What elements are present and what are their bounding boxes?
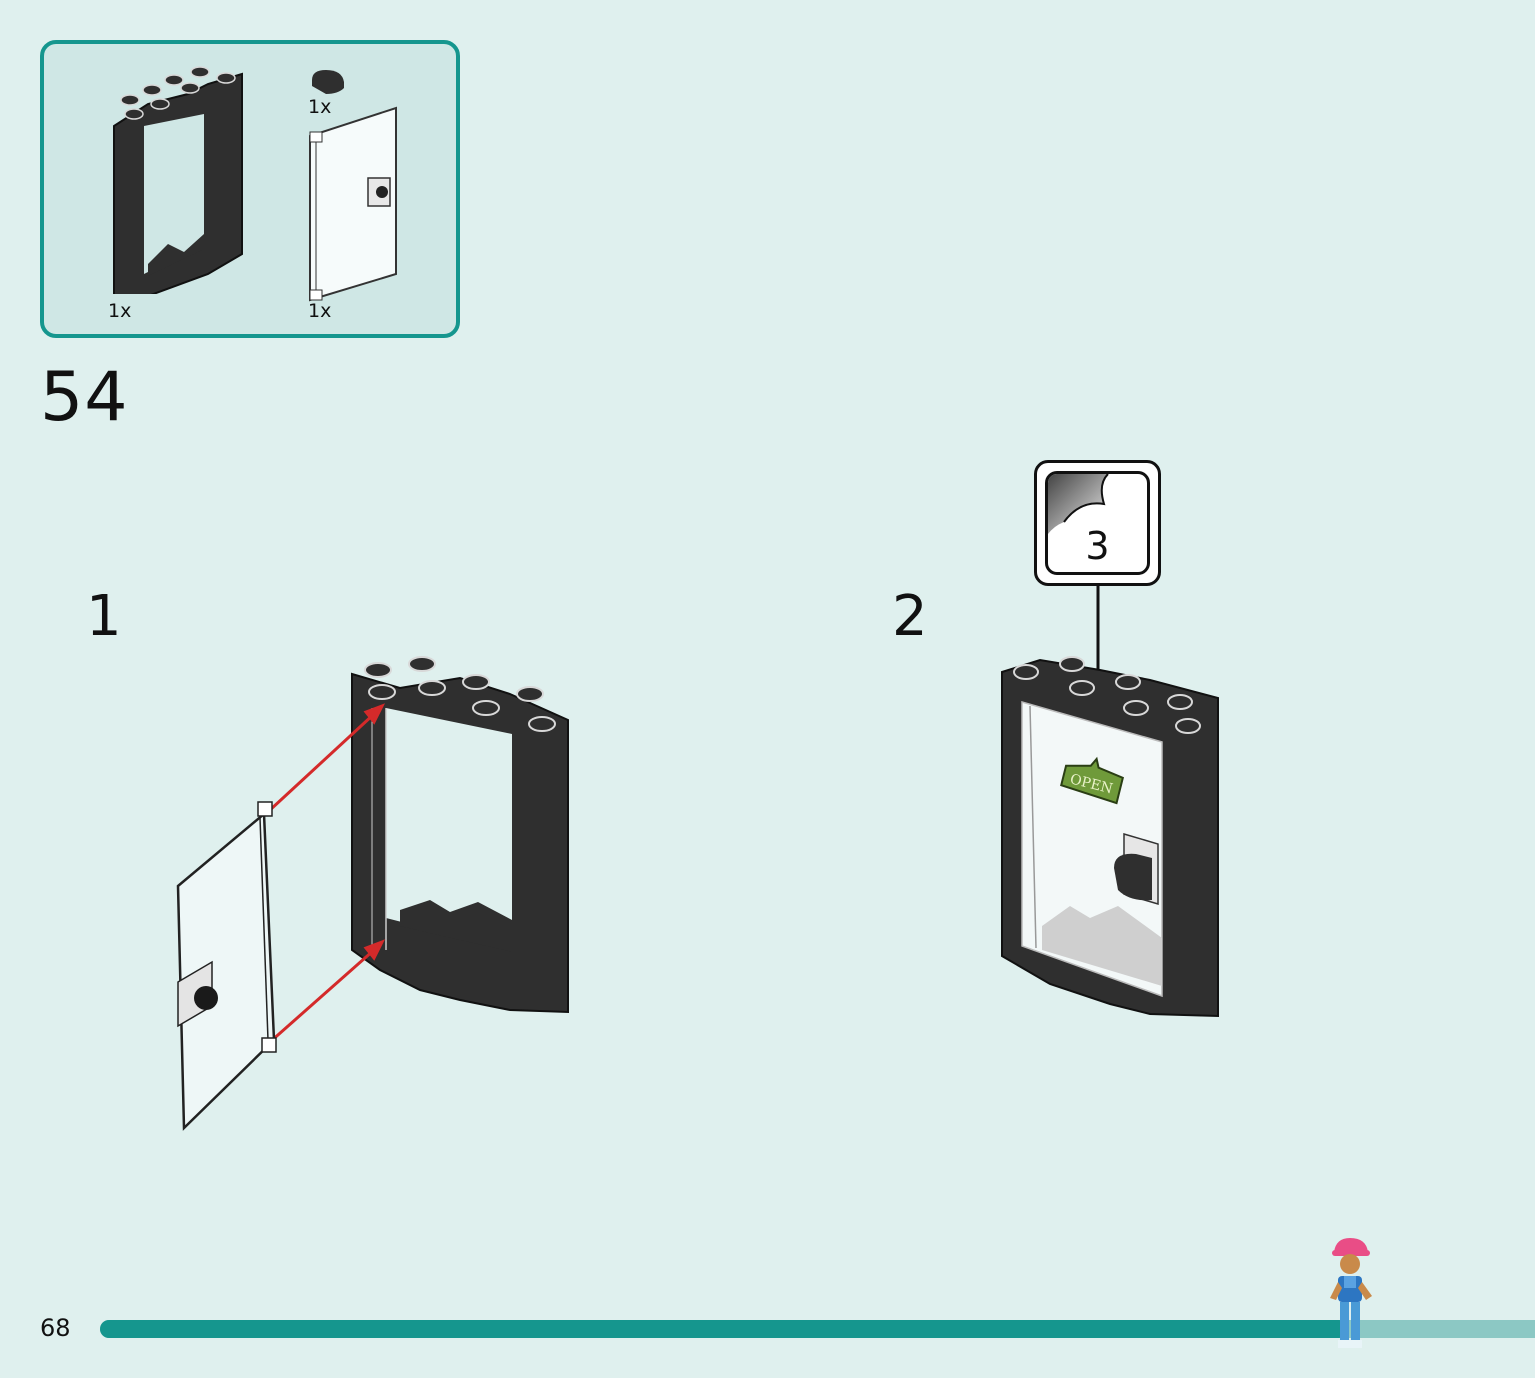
progress-bar — [100, 1320, 1535, 1338]
sub-step-1-illustration — [176, 656, 569, 1131]
parts-list-box: 1x 1x 1x — [40, 40, 460, 338]
sub-step-2-illustration: OPEN — [1001, 586, 1219, 1018]
sub-step-2-number: 2 — [892, 584, 928, 649]
sticker-number: 3 — [1085, 524, 1110, 568]
sticker-peel-icon — [1048, 474, 1109, 534]
round-tile-qty: 1x — [308, 96, 332, 118]
sub-step-1-number: 1 — [86, 584, 122, 649]
sticker-frame: 3 — [1045, 471, 1150, 575]
assembly-arrows — [268, 703, 386, 1044]
step-number: 54 — [40, 358, 129, 437]
door-frame-part-icon — [113, 66, 243, 294]
glass-door-qty: 1x — [308, 300, 332, 322]
progress-bar-fill — [100, 1320, 1349, 1338]
glass-door-part-icon — [309, 106, 397, 302]
round-tile-part-icon — [312, 70, 344, 94]
minifigure-progress-icon — [1330, 1238, 1372, 1348]
sticker-callout: 3 — [1034, 460, 1161, 586]
door-frame-qty: 1x — [108, 300, 132, 322]
door-frame-brick — [351, 656, 569, 1014]
glass-door-piece — [176, 801, 277, 1131]
round-tile-handle — [1114, 832, 1159, 906]
door-frame-brick-assembled: OPEN — [1001, 656, 1219, 1018]
page-number: 68 — [40, 1314, 71, 1342]
